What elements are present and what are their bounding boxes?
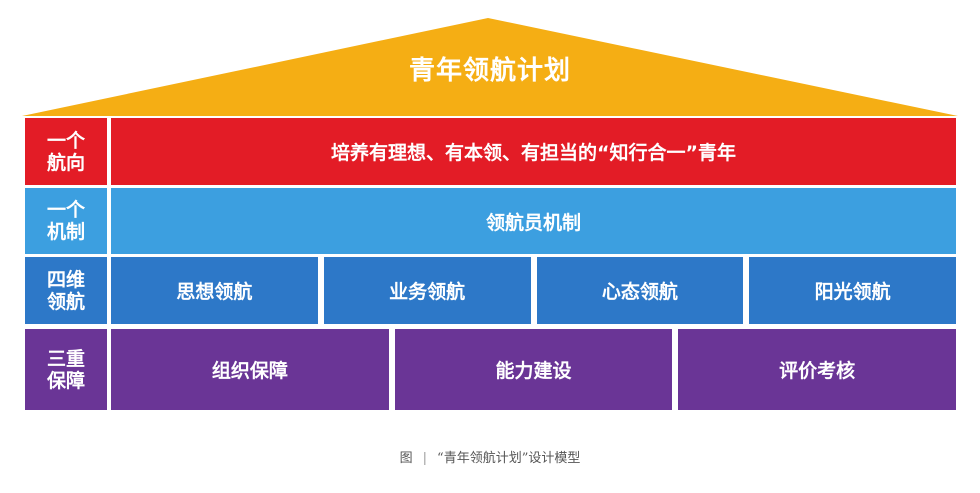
row-label: 一个 航向 — [25, 118, 107, 185]
mechanism-cell: 领航员机制 — [111, 188, 956, 254]
row-label-line1: 一个 — [46, 199, 85, 221]
dimension-cell: 思想领航 — [111, 257, 318, 324]
roof-triangle — [22, 18, 958, 116]
row-label: 三重 保障 — [25, 329, 107, 410]
dimension-cell: 阳光领航 — [749, 257, 956, 324]
guarantee-cell: 组织保障 — [111, 329, 389, 410]
row-label-line2: 领航 — [46, 290, 85, 313]
row-mechanism: 一个 机制 领航员机制 — [25, 188, 956, 254]
row-label: 四维 领航 — [25, 257, 107, 324]
guarantee-cell: 评价考核 — [678, 329, 957, 410]
row-direction: 一个 航向 培养有理想、有本领、有担当的“知行合一”青年 — [25, 118, 956, 185]
row-label-line1: 三重 — [46, 347, 85, 370]
caption-separator: | — [422, 451, 428, 466]
caption-prefix: 图 — [399, 451, 413, 466]
roof-title: 青年领航计划 — [408, 56, 571, 86]
dimension-cell: 业务领航 — [323, 257, 531, 324]
row-label-line1: 四维 — [46, 268, 85, 291]
guarantee-cell: 能力建设 — [394, 329, 673, 410]
caption-text: “青年领航计划”设计模型 — [437, 451, 581, 466]
row-four-dimensions: 四维 领航 思想领航 业务领航 心态领航 阳光领航 — [25, 257, 956, 324]
direction-cell: 培养有理想、有本领、有担当的“知行合一”青年 — [111, 118, 956, 185]
figure-caption: 图 | “青年领航计划”设计模型 — [0, 447, 980, 466]
row-label-line1: 一个 — [46, 129, 85, 152]
row-label-line2: 航向 — [46, 151, 85, 174]
row-three-guarantees: 三重 保障 组织保障 能力建设 评价考核 — [25, 329, 957, 410]
row-label-line2: 机制 — [46, 221, 85, 243]
row-label: 一个 机制 — [25, 188, 107, 254]
dimension-cell: 心态领航 — [536, 257, 744, 324]
row-label-line2: 保障 — [46, 369, 85, 392]
